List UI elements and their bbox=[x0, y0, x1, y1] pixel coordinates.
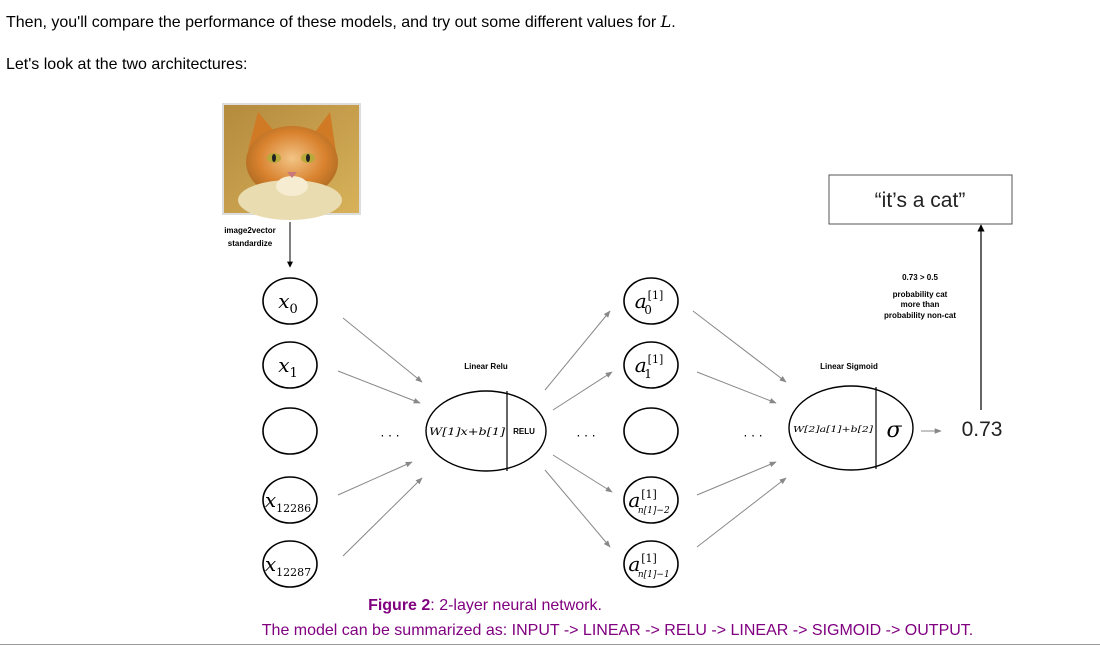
connection-arrow bbox=[552, 371, 613, 411]
hidden-label: a[1]0 bbox=[635, 289, 664, 317]
connection-arrow bbox=[696, 371, 777, 404]
linear-sigmoid-node: Linear Sigmoid W[2]a[1]+b[2] σ bbox=[788, 362, 914, 471]
connection-arrow bbox=[342, 477, 423, 557]
result-box: “it’s a cat” bbox=[828, 174, 1013, 225]
input-label: x12287 bbox=[265, 552, 311, 579]
sigmoid-symbol: σ bbox=[886, 418, 902, 443]
standardize-label: standardize bbox=[228, 239, 273, 248]
hidden-ellipsis-right: · · · bbox=[743, 429, 762, 443]
intro-period: . bbox=[671, 14, 676, 31]
hidden-node: a[1]0 bbox=[623, 277, 679, 325]
input-label: x0 bbox=[278, 289, 298, 317]
input-label: x1 bbox=[278, 353, 298, 381]
hidden-label: a[1]n[1]−1 bbox=[628, 552, 669, 580]
input-layer: x0 x1 x12286 x12287 bbox=[262, 277, 318, 588]
hidden-node: a[1]1 bbox=[623, 341, 679, 389]
relu-label: RELU bbox=[513, 427, 535, 436]
connection-arrow bbox=[544, 469, 611, 548]
two-layer-network-diagram: image2vector standardize x0 x1 x12286 x1228… bbox=[222, 103, 1013, 588]
output-value: 0.73 bbox=[962, 418, 1003, 441]
input-node: x12286 bbox=[262, 476, 318, 524]
model-summary: The model can be summarized as: INPUT ->… bbox=[261, 622, 974, 639]
connection-arrow bbox=[552, 454, 613, 493]
probability-line-1: probability cat bbox=[893, 290, 948, 299]
hidden-node bbox=[623, 407, 679, 455]
connection-arrow bbox=[696, 477, 787, 548]
linear-relu-node: Linear Relu W[1]x+b[1] RELU bbox=[425, 362, 547, 472]
connection-arrow bbox=[692, 310, 787, 383]
input-node: x12287 bbox=[262, 540, 318, 588]
threshold-text: 0.73 > 0.5 bbox=[902, 273, 938, 282]
connection-arrow bbox=[544, 310, 611, 391]
figure-caption: Figure 2: 2-layer neural network. bbox=[0, 597, 970, 615]
connection-arrow bbox=[342, 317, 423, 383]
input-node bbox=[262, 407, 318, 455]
hidden-label: a[1]1 bbox=[635, 353, 664, 381]
hidden-node: a[1]n[1]−2 bbox=[623, 476, 679, 524]
architectures-paragraph: Let's look at the two architectures: bbox=[6, 56, 248, 73]
input-node: x0 bbox=[262, 277, 318, 325]
input-ellipsis: · · · bbox=[380, 429, 399, 443]
input-connections bbox=[337, 317, 423, 557]
probability-line-2: more than bbox=[901, 300, 940, 309]
hidden-ellipsis-left: · · · bbox=[576, 429, 595, 443]
layer1-formula: W[1]x+b[1] bbox=[429, 427, 505, 438]
cat-image bbox=[222, 103, 361, 220]
divider bbox=[0, 644, 1100, 645]
image2vector-label: image2vector bbox=[224, 226, 276, 235]
intro-paragraph: Then, you'll compare the performance of … bbox=[6, 12, 676, 32]
hidden-connections bbox=[692, 310, 787, 548]
hidden-label: a[1]n[1]−2 bbox=[628, 488, 670, 516]
layer2-formula: W[2]a[1]+b[2] bbox=[793, 425, 874, 434]
figure-text: : 2-layer neural network. bbox=[430, 597, 602, 614]
figure-label: Figure 2 bbox=[368, 597, 431, 614]
linear-sigmoid-label: Linear Sigmoid bbox=[820, 362, 878, 371]
probability-line-3: probability non-cat bbox=[884, 311, 956, 320]
layers-variable: L bbox=[660, 12, 672, 31]
hidden-node: a[1]n[1]−1 bbox=[623, 540, 679, 588]
connection-arrow bbox=[696, 461, 777, 496]
input-label: x12286 bbox=[265, 488, 311, 515]
intro-text: Then, you'll compare the performance of … bbox=[6, 14, 661, 31]
connection-arrow bbox=[337, 370, 421, 404]
connection-arrow bbox=[337, 461, 413, 496]
layer1-connections bbox=[544, 310, 613, 548]
hidden-layer: a[1]0 a[1]1 a[1]n[1]−2 a[1]n[1]−1 bbox=[623, 277, 679, 588]
input-node: x1 bbox=[262, 341, 318, 389]
linear-relu-label: Linear Relu bbox=[464, 362, 508, 371]
result-label: “it’s a cat” bbox=[875, 189, 966, 212]
